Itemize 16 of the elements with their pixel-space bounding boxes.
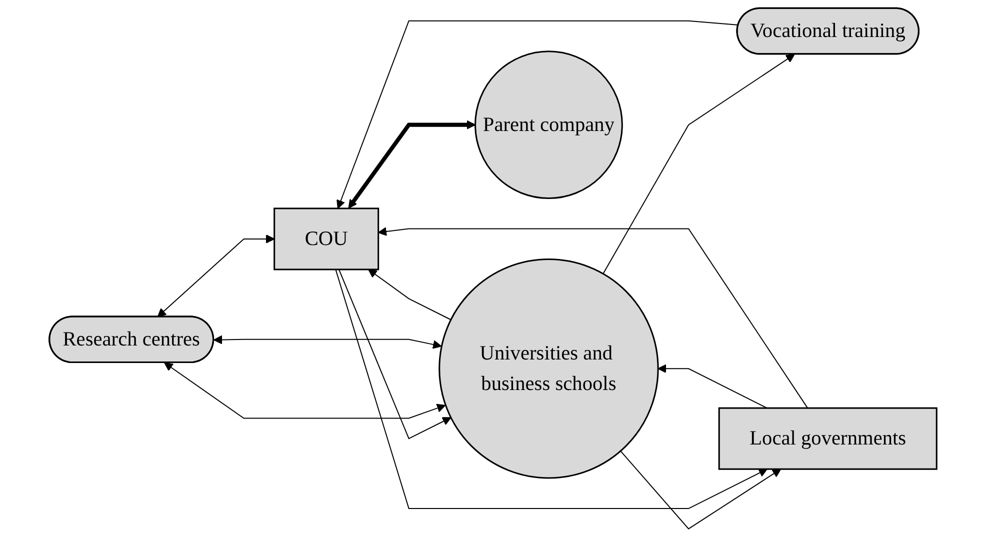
arrow bbox=[213, 335, 442, 349]
node-box: COU bbox=[274, 208, 380, 270]
arrow bbox=[602, 54, 795, 274]
arrow bbox=[658, 364, 768, 409]
arrow bbox=[164, 362, 446, 419]
arrow bbox=[620, 450, 782, 530]
arrow bbox=[368, 269, 452, 320]
arrow bbox=[338, 269, 452, 440]
arrow bbox=[335, 269, 768, 510]
node-box: Local governments bbox=[718, 407, 938, 470]
arrow bbox=[348, 120, 476, 209]
arrow bbox=[336, 20, 739, 209]
node-circle: Universities and business schools bbox=[438, 258, 659, 479]
arrow bbox=[157, 234, 275, 318]
node-circle: Parent company bbox=[474, 50, 623, 200]
arrow bbox=[378, 227, 808, 408]
